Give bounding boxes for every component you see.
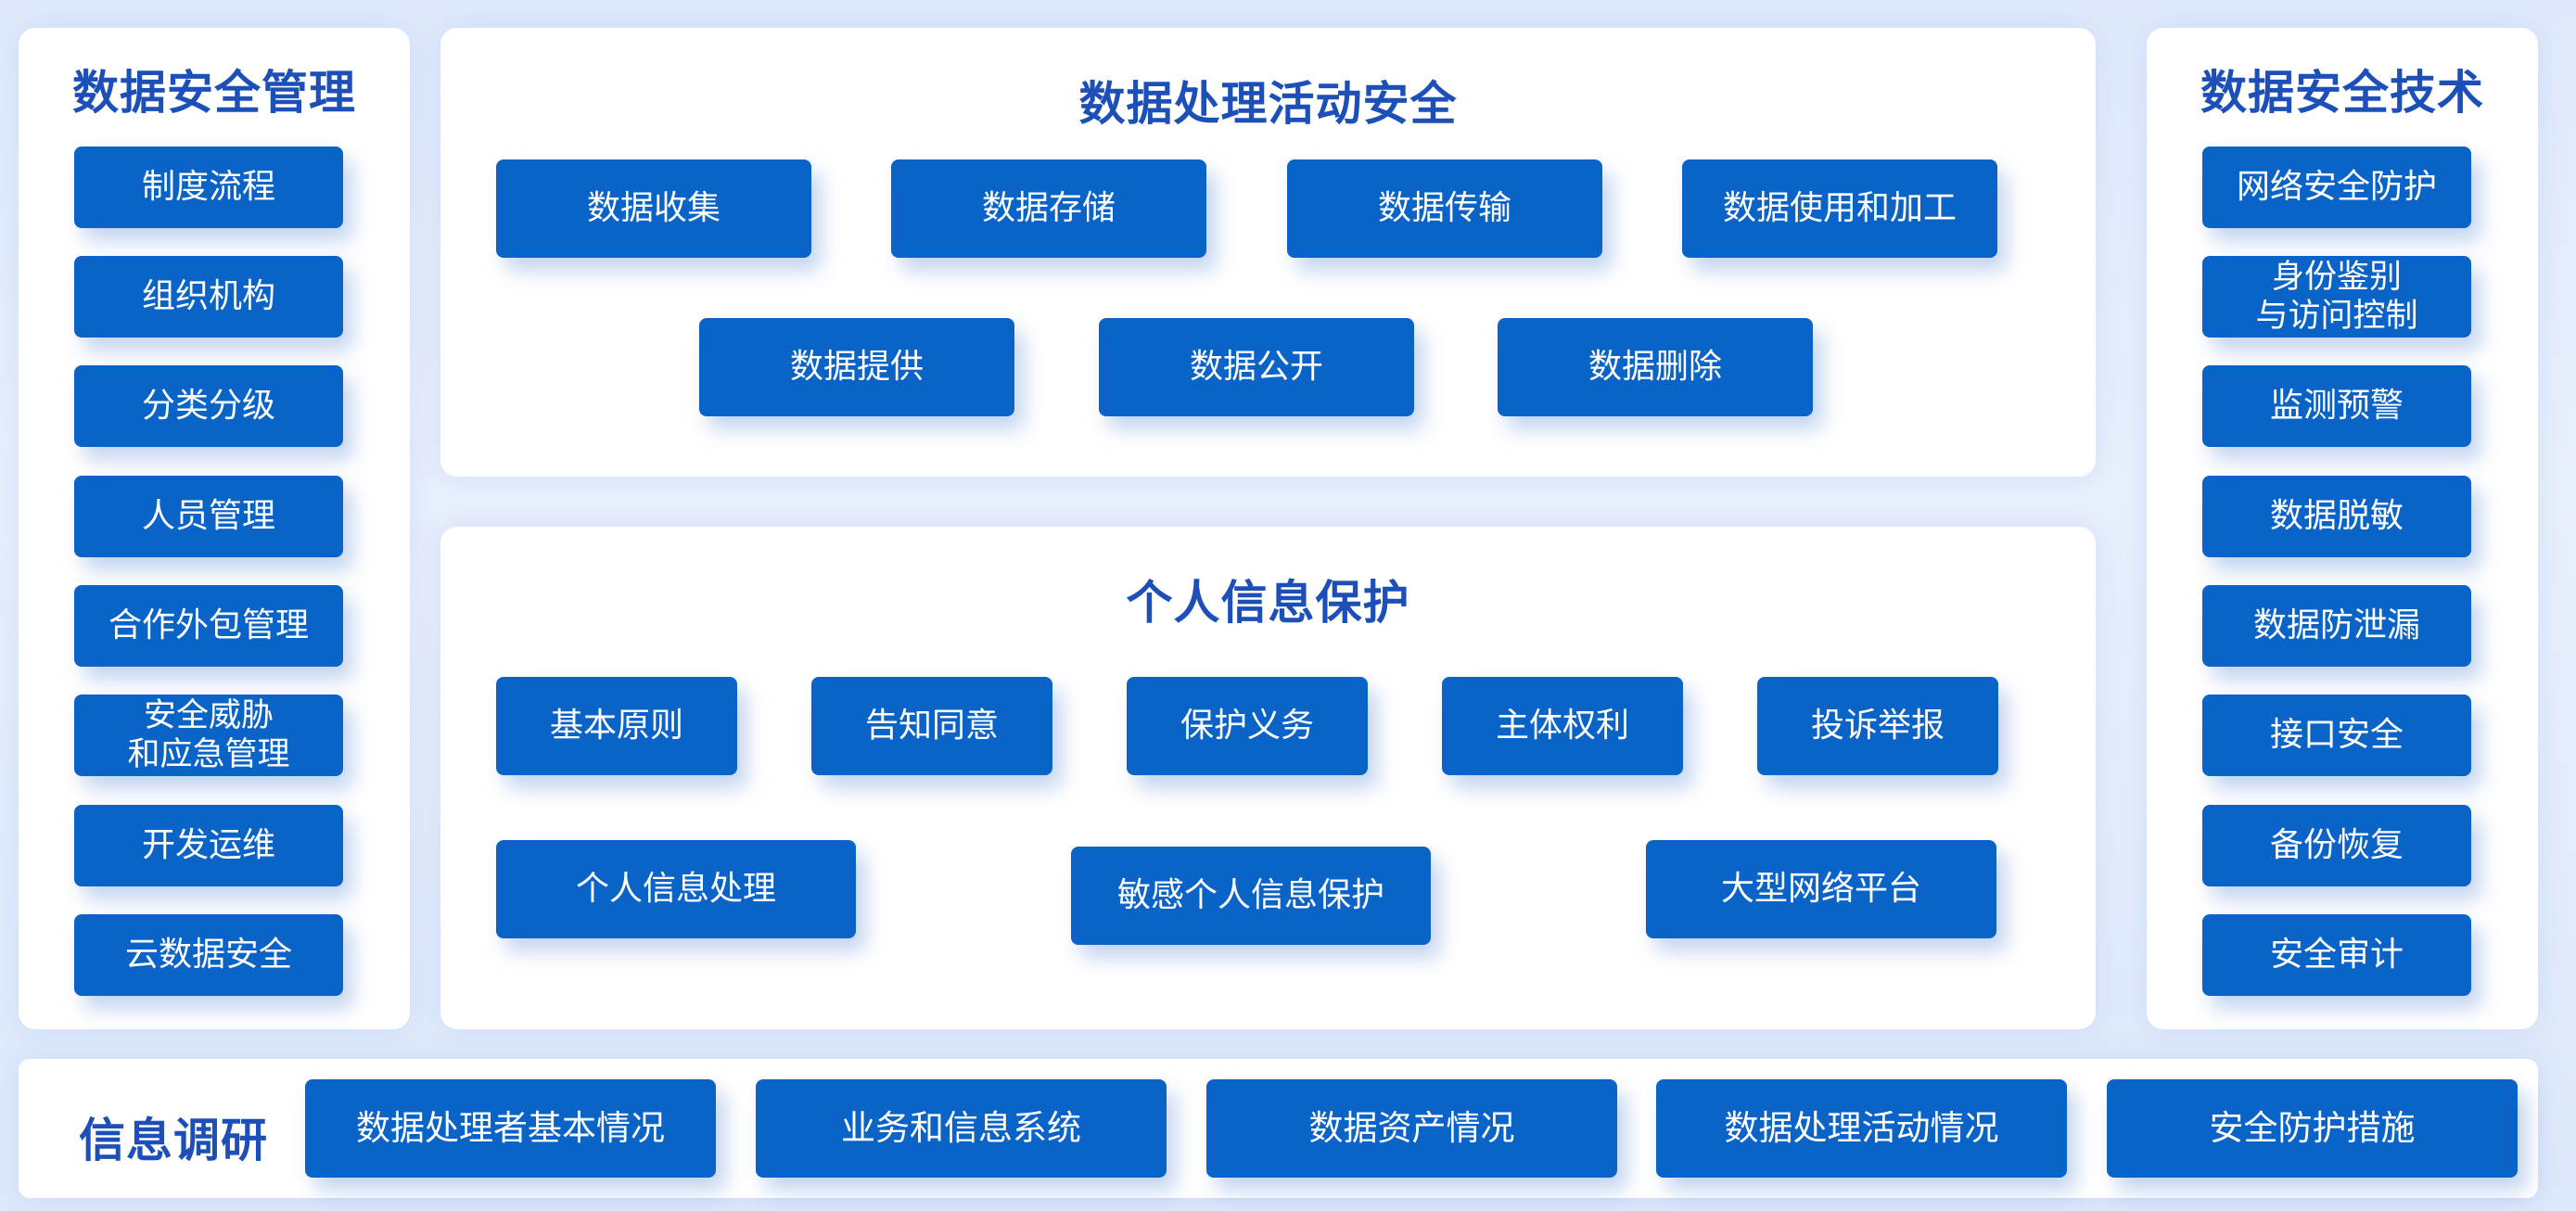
activity-deletion[interactable]: 数据删除 [1498,318,1813,416]
data-processing-activity-security-panel: 数据处理活动安全 数据收集 数据存储 数据传输 数据使用和加工 数据提供 数据公… [440,28,2096,477]
activity-disclosure[interactable]: 数据公开 [1099,318,1414,416]
tech-network-protection[interactable]: 网络安全防护 [2202,147,2471,228]
tech-data-leak-prevention[interactable]: 数据防泄漏 [2202,585,2471,667]
personal-info-protection-panel: 个人信息保护 基本原则 告知同意 保护义务 主体权利 投诉举报 个人信息处理 敏… [440,527,2096,1029]
activity-collection[interactable]: 数据收集 [496,159,811,258]
privacy-sensitive-info[interactable]: 敏感个人信息保护 [1071,847,1431,945]
survey-processing-activities[interactable]: 数据处理活动情况 [1656,1079,2067,1178]
privacy-basic-principles[interactable]: 基本原则 [496,677,737,775]
survey-processor-basic-info[interactable]: 数据处理者基本情况 [305,1079,716,1178]
personal-info-protection-title: 个人信息保护 [1126,576,1410,630]
privacy-notice-consent[interactable]: 告知同意 [811,677,1052,775]
privacy-protection-obligations[interactable]: 保护义务 [1127,677,1368,775]
activity-storage[interactable]: 数据存储 [891,159,1206,258]
tech-interface-security[interactable]: 接口安全 [2202,695,2471,776]
mgmt-item-devops[interactable]: 开发运维 [74,805,343,886]
mgmt-item-personnel[interactable]: 人员管理 [74,476,343,557]
tech-security-audit[interactable]: 安全审计 [2202,914,2471,996]
mgmt-item-outsourcing[interactable]: 合作外包管理 [74,585,343,667]
activity-transmission[interactable]: 数据传输 [1287,159,1602,258]
information-survey-title: 信息调研 [79,1114,268,1167]
tech-monitoring-alert[interactable]: 监测预警 [2202,365,2471,447]
data-security-technology-panel: 数据安全技术 网络安全防护 身份鉴别 与访问控制 监测预警 数据脱敏 数据防泄漏… [2147,28,2538,1029]
tech-data-masking[interactable]: 数据脱敏 [2202,476,2471,557]
mgmt-item-organization[interactable]: 组织机构 [74,256,343,338]
survey-data-assets[interactable]: 数据资产情况 [1206,1079,1617,1178]
privacy-complaint-report[interactable]: 投诉举报 [1757,677,1998,775]
tech-identity-access-control[interactable]: 身份鉴别 与访问控制 [2202,256,2471,338]
data-security-management-panel: 数据安全管理 制度流程 组织机构 分类分级 人员管理 合作外包管理 安全威胁 和… [19,28,410,1029]
mgmt-item-threat-emergency[interactable]: 安全威胁 和应急管理 [74,695,343,776]
privacy-large-platforms[interactable]: 大型网络平台 [1646,840,1996,938]
data-processing-activity-title: 数据处理活动安全 [1078,77,1458,131]
data-security-technology-title: 数据安全技术 [2200,66,2484,120]
mgmt-item-classification[interactable]: 分类分级 [74,365,343,447]
survey-business-info-systems[interactable]: 业务和信息系统 [756,1079,1167,1178]
data-security-management-title: 数据安全管理 [72,66,356,120]
survey-protection-measures[interactable]: 安全防护措施 [2107,1079,2518,1178]
tech-backup-recovery[interactable]: 备份恢复 [2202,805,2471,886]
mgmt-item-policy-process[interactable]: 制度流程 [74,147,343,228]
activity-use-processing[interactable]: 数据使用和加工 [1682,159,1997,258]
activity-provision[interactable]: 数据提供 [699,318,1014,416]
privacy-personal-info-processing[interactable]: 个人信息处理 [496,840,856,938]
mgmt-item-cloud-security[interactable]: 云数据安全 [74,914,343,996]
privacy-subject-rights[interactable]: 主体权利 [1442,677,1683,775]
